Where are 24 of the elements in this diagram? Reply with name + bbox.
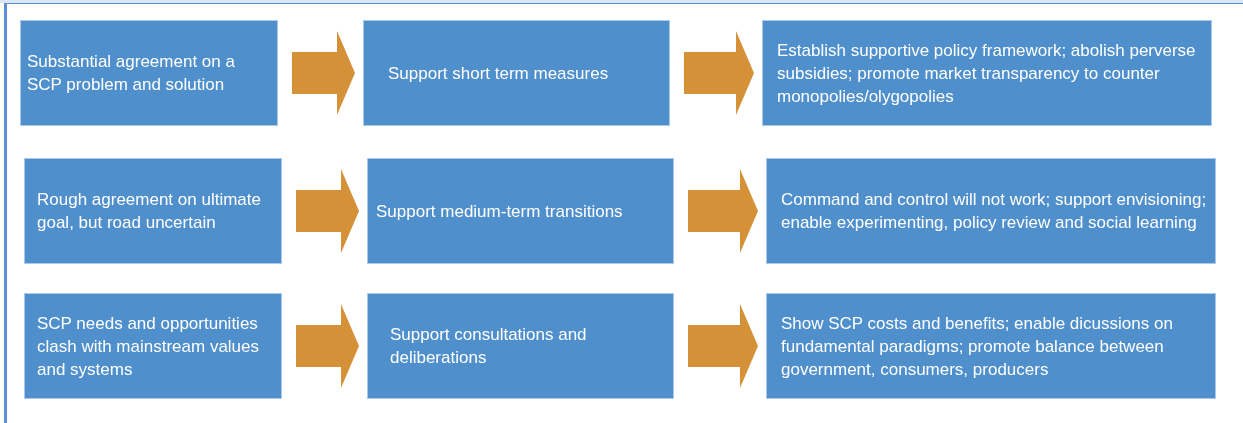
process-box [766,293,1216,399]
process-box [24,158,282,264]
process-box [762,20,1212,126]
box-text: Support medium-term transitions [376,200,624,223]
box-text: Establish supportive policy framework; abolish perverse subsidies; promote market transparency to counter monopolies/olygopolies [777,39,1197,108]
box-text: Substantial agreement on a SCP problem and solution [27,51,236,96]
process-box [363,20,670,126]
process-box [20,20,278,126]
box-text: Rough agreement on ultimate goal, but road uncertain [37,189,262,234]
block-arrow [688,304,758,388]
process-box [766,158,1216,264]
process-box [24,293,282,399]
block-arrow [684,31,754,115]
box-text: Support short term measures [388,62,610,85]
process-box [367,293,674,399]
block-arrow [296,169,359,253]
block-arrow [296,304,359,388]
box-text: Support consultations and deliberations [390,324,588,369]
block-arrow [688,169,758,253]
box-text: Command and control will not work; support envisioning; enable experimenting, policy review and social learning [781,189,1208,234]
process-box [367,158,674,264]
block-arrow [292,31,355,115]
box-text: Show SCP costs and benefits; enable dicussions on fundamental paradigms; promote balance between government, consumers, producers [781,312,1174,381]
box-text: SCP needs and opportunities clash with mainstream values and systems [37,312,261,381]
